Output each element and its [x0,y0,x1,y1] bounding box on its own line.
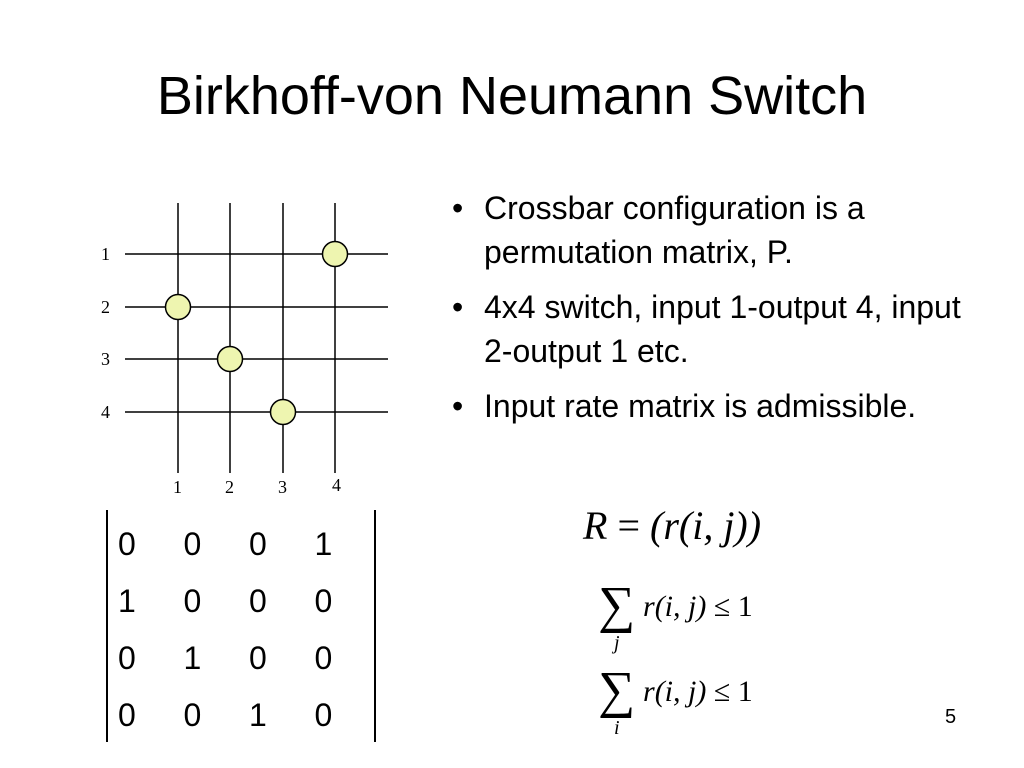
crosspoint-circle [321,240,349,268]
bullet-text: 4x4 switch, input 1-output 4, input 2-ou… [484,289,961,369]
bullet-dot: • [452,289,464,325]
matrix-cell: 1 [183,640,202,676]
sum-expression: r(i, j) ≤ 1 [643,675,753,709]
matrix-row: 1 0 0 0 [112,573,374,630]
sum-index: j [614,632,620,654]
bullet-dot: • [452,388,464,424]
row-label: 4 [101,402,110,422]
matrix-table: 0 0 0 1 1 0 0 0 0 1 0 0 0 0 1 0 [112,516,374,744]
matrix-cell: 1 [314,526,333,562]
matrix-cell: 1 [118,583,136,619]
crosspoint-circle [164,293,192,321]
column-label: 1 [173,477,182,497]
matrix-row: 0 1 0 0 [112,630,374,687]
matrix-cell: 0 [314,640,333,676]
sum-index: i [614,717,620,739]
matrix-cell: 0 [118,640,136,676]
matrix-cell: 0 [183,526,202,562]
permutation-matrix: 0 0 0 1 1 0 0 0 0 1 0 0 0 0 1 0 [106,510,376,742]
bullet-item: • 4x4 switch, input 1-output 4, input 2-o… [450,285,995,373]
sum-args: (i, j) [654,590,707,623]
rate-matrix-equation: R = (r(i, j)) [583,502,761,549]
matrix-cell: 0 [249,583,267,619]
bullet-dot: • [452,190,464,226]
eq-rhs: (r(i, j)) [650,503,762,548]
bullet-list: • Crossbar configuration is a permutation… [450,186,995,439]
matrix-cell: 0 [183,697,202,733]
bullet-text: Crossbar configuration is a permutation … [484,190,865,270]
slide-title: Birkhoff-von Neumann Switch [156,66,868,126]
column-label: 4 [332,475,341,495]
matrix-row: 0 0 1 0 [112,687,374,744]
sum-symbol: ∑ [598,662,636,719]
page-number: 5 [945,706,957,728]
column-label: 2 [225,477,234,497]
bullet-item: • Input rate matrix is admissible. [450,384,995,428]
row-label: 3 [101,349,110,369]
sum-func: r [643,675,655,708]
matrix-cell: 0 [183,583,202,619]
sum-expression: r(i, j) ≤ 1 [643,590,753,624]
crosspoint-circle [216,345,244,373]
sum-relation: ≤ 1 [706,675,753,708]
row-label: 1 [101,244,110,264]
crosspoint-circle [269,398,297,426]
eq-equals: = [607,503,650,548]
column-label: 3 [278,477,287,497]
sum-func: r [643,590,655,623]
row-sum-constraint: ∑ j r(i, j) ≤ 1 [598,580,818,660]
matrix-cell: 0 [249,526,267,562]
matrix-cell: 1 [249,697,267,733]
sum-relation: ≤ 1 [706,590,753,623]
matrix-cell: 0 [118,697,136,733]
bullet-item: • Crossbar configuration is a permutation… [450,186,995,274]
bullet-text: Input rate matrix is admissible. [484,388,917,424]
matrix-row: 0 0 0 1 [112,516,374,573]
matrix-cell: 0 [249,640,267,676]
matrix-cell: 0 [314,583,333,619]
crossbar-diagram: 1 2 3 4 1 2 3 4 [101,203,388,497]
sum-symbol: ∑ [598,577,636,634]
sum-args: (i, j) [654,675,707,708]
matrix-cell: 0 [118,526,136,562]
row-label: 2 [101,297,110,317]
col-sum-constraint: ∑ i r(i, j) ≤ 1 [598,665,818,745]
matrix-cell: 0 [314,697,333,733]
eq-lhs: R [583,503,608,548]
